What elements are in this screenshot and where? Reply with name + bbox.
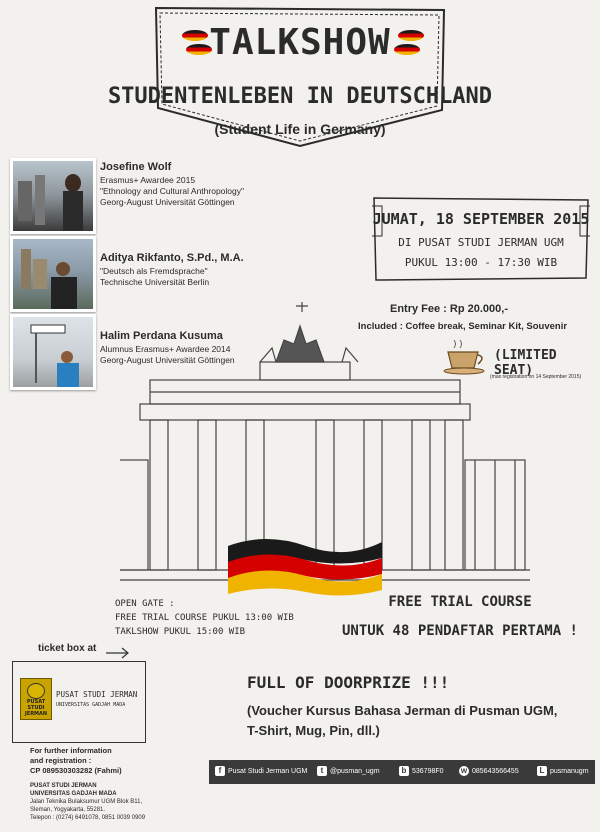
coffee-cup-icon — [443, 339, 485, 375]
speaker-name: Josefine Wolf — [100, 161, 172, 173]
open-gate-info: OPEN GATE : FREE TRIAL COURSE PUKUL 13:0… — [115, 597, 294, 639]
speaker-detail: Alumnus Erasmus+ Awardee 2014 — [100, 344, 231, 354]
event-subtitle: STUDENTENLEBEN IN DEUTSCHLAND — [107, 84, 493, 109]
address-line: Sleman, Yogyakarta, 55281. — [30, 807, 106, 813]
event-subtitle-translation: (Student Life in Germany) — [214, 121, 386, 137]
event-title: TALKSHOW — [209, 22, 391, 63]
address-phone: Telepon : (0274) 6491078, 0851 0039 0909 — [30, 815, 146, 821]
speaker-photo-1 — [10, 158, 96, 234]
speaker-detail: Georg-August Universität Göttingen — [100, 197, 235, 207]
ticket-box-label: ticket box at — [38, 643, 97, 654]
open-gate-title: OPEN GATE : — [115, 599, 175, 609]
twitter-icon: t — [317, 766, 327, 776]
event-date: JUMAT, 18 SEPTEMBER 2015 — [372, 210, 590, 228]
speaker-detail: "Deutsch als Fremdsprache" — [100, 266, 208, 276]
contact-info: For further information and registration… — [30, 746, 122, 776]
address-org: PUSAT STUDI JERMAN — [30, 783, 97, 789]
german-flag-stroke-left — [182, 30, 208, 41]
speaker-info-2: Aditya Rikfanto, S.Pd., M.A. "Deutsch al… — [100, 253, 244, 288]
max-registration: (max registration on 14 September 2015) — [490, 374, 582, 380]
social-twitter[interactable]: t@pusman_ugm — [317, 766, 380, 776]
facebook-icon: f — [215, 766, 225, 776]
doorprize-title: FULL OF DOORPRIZE !!! — [247, 673, 450, 692]
title-banner — [154, 6, 446, 148]
german-flag-ribbon — [228, 539, 382, 596]
org-subtitle: UNIVERSITAS GADJAH MADA — [56, 702, 126, 708]
address-line: Jalan Teknika Bulaksumur UGM Blok B11, — [30, 799, 143, 805]
speaker-detail: Technische Universität Berlin — [100, 277, 210, 287]
arrow-icon — [106, 647, 129, 659]
org-name: PUSAT STUDI JERMAN — [56, 690, 138, 699]
whatsapp-icon: w — [459, 766, 469, 776]
event-venue: DI PUSAT STUDI JERMAN UGM — [398, 236, 564, 249]
line-icon: L — [537, 766, 547, 776]
event-time: PUKUL 13:00 - 17:30 WIB — [404, 256, 558, 269]
address-block: PUSAT STUDI JERMAN UNIVERSITAS GADJAH MA… — [30, 782, 145, 822]
address-org: UNIVERSITAS GADJAH MADA — [30, 791, 117, 797]
speaker-detail: Georg-August Universität Göttingen — [100, 355, 235, 365]
contact-line: For further information — [30, 746, 112, 755]
speaker-detail: "Ethnology and Cultural Anthropology" — [100, 186, 245, 196]
speaker-photo-2 — [10, 236, 96, 312]
german-flag-stroke-right — [394, 44, 420, 55]
entry-fee: Entry Fee : Rp 20.000,- — [390, 303, 508, 315]
speaker-info-1: Josefine Wolf Erasmus+ Awardee 2015 "Eth… — [100, 162, 244, 208]
free-trial-quota: UNTUK 48 PENDAFTAR PERTAMA ! — [341, 623, 578, 639]
date-ribbon — [372, 197, 590, 281]
speaker-detail: Erasmus+ Awardee 2015 — [100, 175, 196, 185]
speaker-info-3: Halim Perdana Kusuma Alumnus Erasmus+ Aw… — [100, 331, 235, 366]
speaker-name: Halim Perdana Kusuma — [100, 330, 223, 342]
bbm-icon: b — [399, 766, 409, 776]
open-gate-line: FREE TRIAL COURSE PUKUL 13:00 WIB — [115, 613, 294, 623]
included-items: Included : Coffee break, Seminar Kit, So… — [358, 321, 568, 332]
open-gate-line: TAKLSHOW PUKUL 15:00 WIB — [115, 627, 246, 637]
limited-seat: (LIMITED SEAT) — [494, 348, 557, 378]
doorprize-details: (Voucher Kursus Bahasa Jerman di Pusman … — [247, 701, 557, 741]
german-flag-stroke-right — [398, 30, 424, 41]
german-flag-stroke-left — [186, 44, 212, 55]
doorprize-line: (Voucher Kursus Bahasa Jerman di Pusman … — [247, 703, 558, 718]
speaker-photo-3 — [10, 314, 96, 390]
doorprize-line: T-Shirt, Mug, Pin, dll.) — [247, 723, 380, 738]
contact-line: and registration : — [30, 756, 92, 765]
contact-person: CP 089530303282 (Fahmi) — [30, 766, 122, 775]
free-trial-course: FREE TRIAL COURSE — [388, 594, 532, 610]
speaker-name: Aditya Rikfanto, S.Pd., M.A. — [100, 252, 244, 264]
pusat-studi-jerman-logo: PUSAT STUDI JERMAN — [20, 678, 52, 720]
